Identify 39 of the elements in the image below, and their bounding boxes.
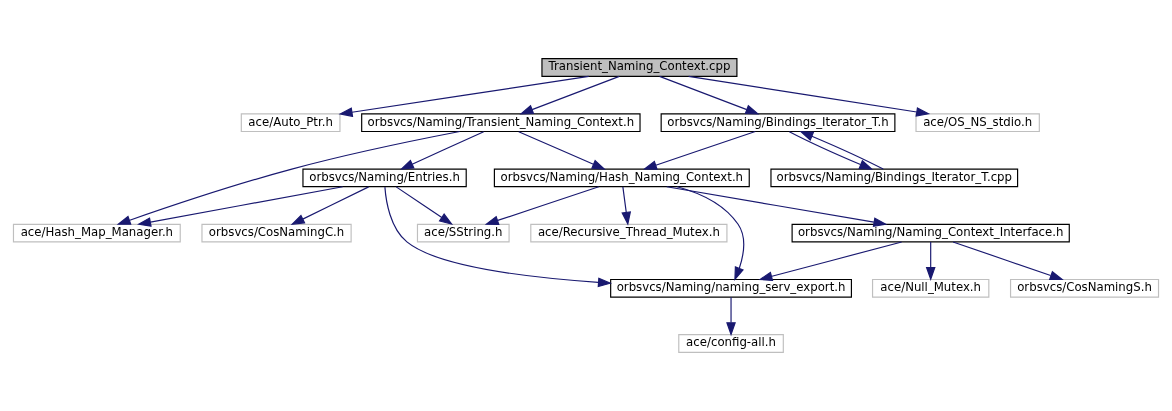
arrow <box>384 186 613 288</box>
arrow <box>688 75 931 117</box>
arrow <box>799 131 884 170</box>
node-box: ace/Recursive_Thread_Mutex.h <box>530 223 728 243</box>
arrow <box>519 75 620 115</box>
arrow <box>116 130 461 225</box>
arrow <box>925 241 936 282</box>
node-box: ace/Auto_Ptr.h <box>240 113 341 133</box>
arrow <box>290 186 370 226</box>
arrow <box>726 296 736 337</box>
node-box: Transient_Naming_Context.cpp <box>541 58 738 77</box>
arrow <box>338 75 590 118</box>
node-box: ace/Hash_Map_Manager.h <box>12 223 181 243</box>
arrow <box>788 131 874 170</box>
arrow <box>758 241 903 282</box>
node-box: orbsvcs/CosNamingC.h <box>201 223 352 243</box>
arrow <box>399 131 485 170</box>
node-box: orbsvcs/Naming/Transient_Naming_Context.h <box>361 113 641 133</box>
node-box: orbsvcs/Naming/naming_serv_export.h <box>610 278 852 298</box>
node-box: ace/Null_Mutex.h <box>871 278 990 298</box>
arrow <box>137 186 344 227</box>
node-box: orbsvcs/Naming/Naming_Context_Interface.h <box>791 223 1070 243</box>
node-box: ace/config-all.h <box>678 334 784 353</box>
arrow <box>666 186 888 227</box>
node-box: ace/SString.h <box>416 223 510 243</box>
arrow <box>621 186 632 226</box>
node-box: orbsvcs/CosNamingS.h <box>1009 278 1160 298</box>
arrow <box>642 130 756 170</box>
node-box: ace/OS_NS_stdio.h <box>915 113 1040 133</box>
node-box: orbsvcs/Naming/Bindings_Iterator_T.cpp <box>770 168 1019 188</box>
arrow <box>484 186 600 225</box>
node-box: orbsvcs/Naming/Hash_Naming_Context.h <box>493 168 750 188</box>
arrow <box>518 131 606 170</box>
arrow <box>395 186 454 226</box>
arrow <box>952 241 1064 281</box>
node-box: orbsvcs/Naming/Bindings_Iterator_T.h <box>660 113 896 133</box>
arrow <box>659 75 760 115</box>
node-box: orbsvcs/Naming/Entries.h <box>302 168 467 188</box>
arrow <box>676 186 745 282</box>
